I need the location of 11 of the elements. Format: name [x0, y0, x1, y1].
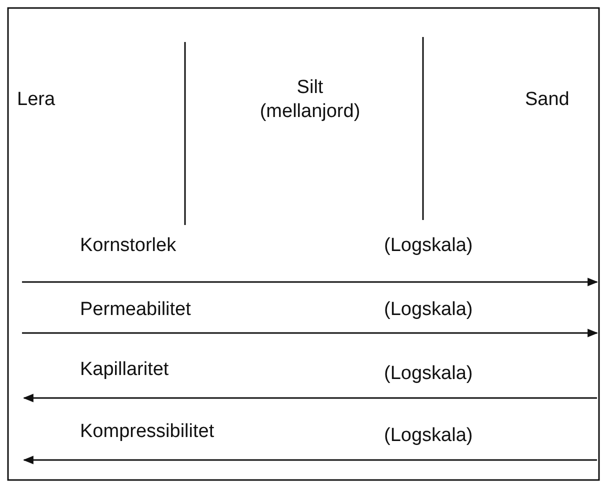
property-label: Kapillaritet — [80, 358, 169, 382]
scale-note: (Logskala) — [384, 298, 473, 322]
soil-class-label: Silt (mellanjord) — [258, 76, 362, 124]
property-label: Permeabilitet — [80, 298, 191, 322]
property-label: Kompressibilitet — [80, 420, 214, 444]
property-label: Kornstorlek — [80, 234, 176, 258]
soil-class-label: Sand — [525, 88, 570, 112]
scale-note: (Logskala) — [384, 234, 473, 258]
soil-class-label: Lera — [17, 88, 56, 112]
scale-note: (Logskala) — [384, 362, 473, 386]
scale-note: (Logskala) — [384, 424, 473, 448]
